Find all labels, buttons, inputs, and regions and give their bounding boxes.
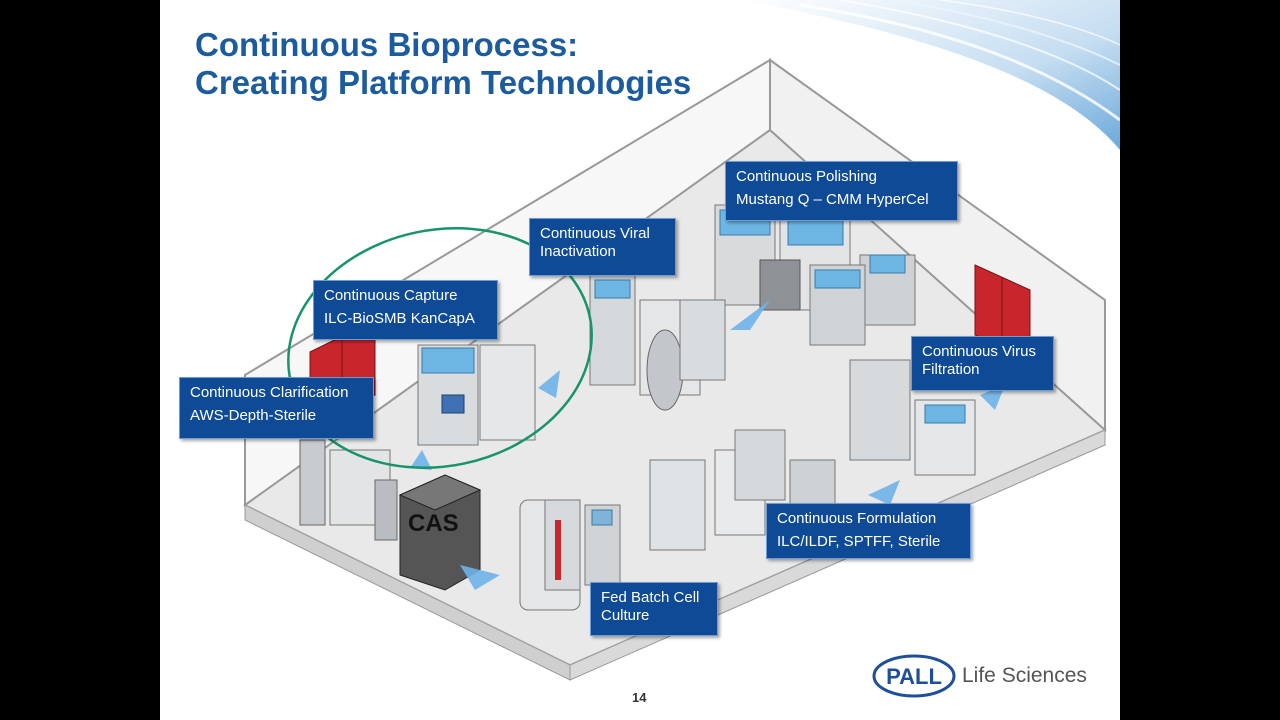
- logo-suffix-text: Life Sciences: [962, 664, 1087, 687]
- label-continuous-viral-inactivation: Continuous Viral Inactivation: [529, 218, 676, 276]
- cas-box-top: [398, 474, 482, 511]
- title-line-1: Continuous Bioprocess:: [195, 26, 579, 63]
- clarification-equipment: [299, 439, 398, 541]
- slide-title: Continuous Bioprocess: Creating Platform…: [195, 26, 691, 102]
- label-continuous-capture: Continuous Capture ILC-BioSMB KanCapA: [313, 280, 498, 340]
- decorative-swoosh: [740, 0, 1120, 150]
- page-number: 14: [632, 690, 647, 705]
- label-continuous-polishing: Continuous Polishing Mustang Q – CMM Hyp…: [725, 161, 958, 221]
- slide: Continuous Bioprocess: Creating Platform…: [160, 0, 1120, 720]
- pall-logo-text: PALL: [886, 664, 942, 689]
- virus-filtration-equipment: [809, 264, 976, 476]
- label-continuous-virus-filtration: Continuous Virus Filtration: [911, 336, 1054, 391]
- label-fed-batch-cell-culture: Fed Batch Cell Culture: [590, 582, 718, 636]
- cas-label: CAS: [408, 510, 459, 537]
- bioreactor: [519, 499, 621, 611]
- label-continuous-clarification: Continuous Clarification AWS-Depth-Steri…: [179, 377, 374, 439]
- viral-inactivation-equipment: [589, 274, 726, 411]
- polishing-equipment: [714, 204, 916, 326]
- capture-equipment: [417, 344, 536, 446]
- pall-logo: PALL: [872, 654, 956, 698]
- flow-arrows: [410, 300, 1005, 590]
- label-continuous-formulation: Continuous Formulation ILC/ILDF, SPTFF, …: [766, 503, 971, 559]
- title-line-2: Creating Platform Technologies: [195, 64, 692, 101]
